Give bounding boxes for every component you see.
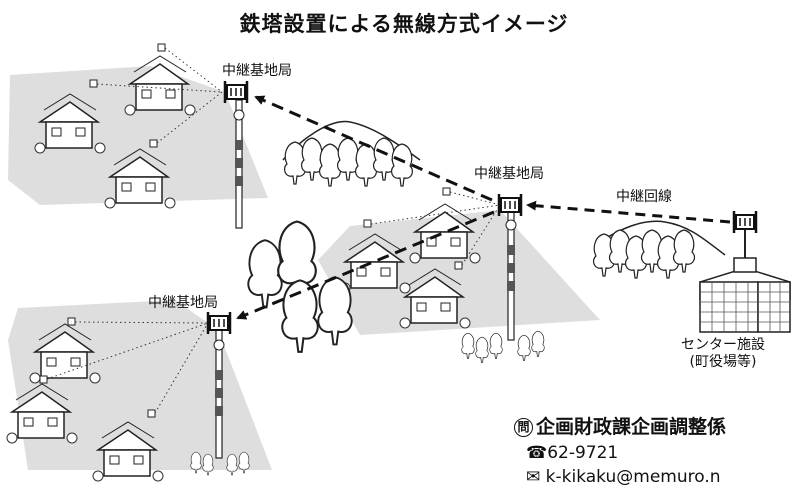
relay-station-label-top: 中継基地局 bbox=[222, 63, 292, 79]
inquiry-mark: 問 bbox=[514, 418, 533, 437]
page-title: 鉄塔設置による無線方式イメージ bbox=[239, 12, 569, 36]
center-facility-label: センター施設 (町役場等) bbox=[668, 337, 778, 371]
relay-link-middle-to-top bbox=[254, 95, 493, 202]
coverage-area-top bbox=[8, 66, 268, 205]
relay-station-label-middle: 中継基地局 bbox=[474, 166, 544, 182]
department-name: 企画財政課企画調整係 bbox=[536, 416, 727, 438]
relay-link-middle-to-bottom bbox=[236, 210, 495, 320]
email-address[interactable]: k-kikaku@memuro.n bbox=[545, 467, 721, 487]
relay-tower-top-antenna-icon bbox=[223, 79, 249, 105]
trees-tower-middle bbox=[461, 330, 545, 363]
center-facility-sub: (町役場等) bbox=[689, 354, 757, 370]
relay-tower-middle bbox=[505, 211, 517, 341]
forest-2 bbox=[592, 229, 696, 279]
contact-phone: ☎62-9721 bbox=[526, 443, 808, 463]
coverage-area-middle bbox=[318, 210, 600, 335]
relay-tower-top bbox=[233, 99, 245, 229]
phone-number: 62-9721 bbox=[547, 443, 619, 463]
contact-email: ✉ k-kikaku@memuro.n bbox=[526, 467, 808, 487]
relay-link-center-to-middle bbox=[526, 200, 731, 224]
relay-tower-middle-antenna-icon bbox=[497, 192, 523, 218]
relay-line-label: 中継回線 bbox=[616, 189, 672, 205]
contact-info: 問企画財政課企画調整係 ☎62-9721 ✉ k-kikaku@memuro.n bbox=[514, 412, 808, 487]
phone-icon: ☎ bbox=[526, 443, 548, 463]
relay-station-label-bottom: 中継基地局 bbox=[148, 295, 218, 311]
center-facility-name: センター施設 bbox=[681, 337, 765, 353]
contact-department: 問企画財政課企画調整係 bbox=[514, 412, 808, 439]
center-facility-building bbox=[699, 257, 791, 333]
relay-tower-bottom-antenna-icon bbox=[206, 310, 232, 336]
relay-tower-bottom bbox=[213, 329, 225, 459]
envelope-icon: ✉ bbox=[526, 467, 541, 487]
center-antenna-icon bbox=[732, 209, 758, 235]
